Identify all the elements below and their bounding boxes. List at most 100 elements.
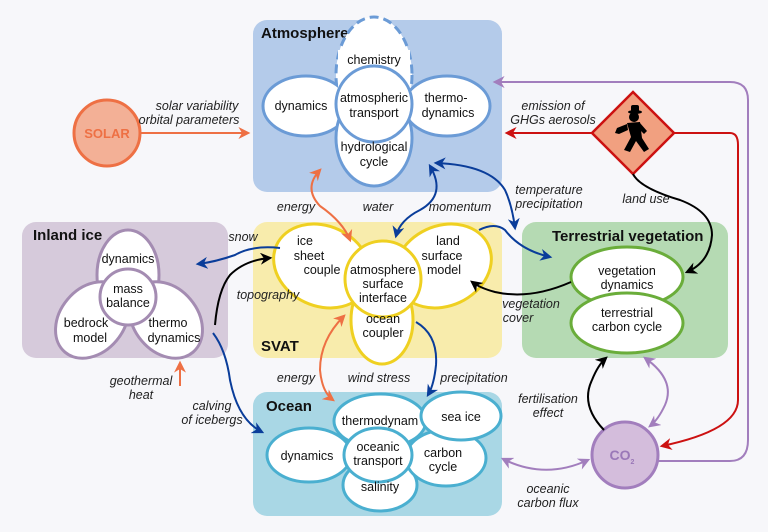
arrow-oceanic-flux <box>500 457 591 471</box>
veg-dynamics-label-2: dynamics <box>601 278 654 292</box>
arrow-land-use <box>632 173 714 274</box>
svat-title: SVAT <box>261 338 299 355</box>
co2-node: CO2 <box>590 420 660 490</box>
svat-interface-label-3: interface <box>359 291 407 305</box>
atm-dynamics-label: dynamics <box>275 99 328 113</box>
ice-dynamics-label: dynamics <box>102 252 155 266</box>
atm-chemistry-label: chemistry <box>347 53 401 67</box>
svat-ice-label-1: ice <box>297 234 313 248</box>
label-temp-precip-1: temperature <box>515 183 582 197</box>
arrow-precipitation <box>415 321 439 398</box>
arrow-topography <box>214 252 273 326</box>
label-wind-stress: wind stress <box>348 371 411 385</box>
atm-thermo-label-2: dynamics <box>422 106 475 120</box>
arrow-fertilisation <box>587 356 608 431</box>
ocean-sea-ice-label: sea ice <box>441 410 481 424</box>
veg-carbon-label-2: carbon cycle <box>592 320 662 334</box>
label-energy-bottom: energy <box>277 371 316 385</box>
ice-bedrock-label-1: bedrock <box>64 316 109 330</box>
label-water: water <box>363 200 394 214</box>
node-atm-transport <box>334 64 414 144</box>
node-ocean-transport <box>342 426 414 484</box>
label-solar-2: orbital parameters <box>139 113 240 127</box>
label-calving-2: of icebergs <box>181 413 242 427</box>
node-veg-carbon <box>569 291 685 355</box>
label-solar-1: solar variability <box>156 99 239 113</box>
flow-labels: solar variability orbital parameters emi… <box>110 99 670 510</box>
human-activity-node <box>590 90 676 176</box>
arrow-human-co2 <box>659 132 739 450</box>
ocean-dynamics-label: dynamics <box>281 449 334 463</box>
svat-nodes: ice sheet couple atmosphere surface inte… <box>272 222 493 366</box>
svat-interface-label-2: surface <box>363 277 404 291</box>
veg-dynamics-label-1: vegetation <box>598 264 656 278</box>
atm-hydro-label-2: cycle <box>360 155 389 169</box>
ocean-thermodynam-label: thermodynam <box>342 414 418 428</box>
node-ocean-sea-ice <box>419 390 503 442</box>
atmosphere-nodes: chemistry dynamics atmospheric transport… <box>261 15 492 188</box>
ocean-carbon-label-1: carbon <box>424 446 462 460</box>
label-topography: topography <box>237 288 300 302</box>
svat-land-label-3: model <box>427 263 461 277</box>
label-snow: snow <box>228 230 258 244</box>
label-geothermal-2: heat <box>129 388 154 402</box>
node-svat-interface <box>343 239 423 319</box>
arrow-co2-atmosphere <box>492 76 749 462</box>
atm-transport-label-2: transport <box>349 106 399 120</box>
label-temp-precip-2: precipitation <box>514 197 582 211</box>
co2-circle <box>590 420 660 490</box>
arrow-vegetation-cover <box>470 280 572 296</box>
arrow-energy-bottom <box>318 314 346 402</box>
label-vegetation-cover-2: cover <box>503 311 534 325</box>
walking-man-icon <box>615 105 649 152</box>
atm-hydro-label-1: hydrological <box>341 140 408 154</box>
label-vegetation-cover-1: vegetation <box>502 297 560 311</box>
label-energy-top: energy <box>277 200 316 214</box>
ice-thermo-label-1: thermo <box>149 316 188 330</box>
ocean-nodes: thermodynam sea ice dynamics oceanic tra… <box>265 390 503 513</box>
solar-node: SOLAR <box>72 98 142 168</box>
inland-ice-nodes: dynamics mass balance bedrock model ther… <box>54 228 204 360</box>
label-fertilisation-2: effect <box>533 406 564 420</box>
label-precipitation: precipitation <box>439 371 507 385</box>
ice-bedrock-label-2: model <box>73 331 107 345</box>
ocean-transport-label-2: transport <box>353 454 403 468</box>
arrow-co2-vegetation <box>643 356 669 428</box>
co2-label: CO2 <box>610 447 635 466</box>
svat-ice-label-3: couple <box>304 263 341 277</box>
atmosphere-title: Atmosphere <box>261 25 349 42</box>
svat-land-label-2: surface <box>422 249 463 263</box>
vegetation-nodes: vegetation dynamics terrestrial carbon c… <box>569 245 685 355</box>
atm-thermo-label-1: thermo- <box>424 91 467 105</box>
label-fertilisation-1: fertilisation <box>518 392 578 406</box>
ocean-carbon-label-2: cycle <box>429 460 458 474</box>
inland-ice-title: Inland ice <box>33 227 102 244</box>
arrow-temp-precip <box>433 157 520 231</box>
label-land-use: land use <box>622 192 669 206</box>
arrows <box>140 76 749 471</box>
atm-transport-label-1: atmospheric <box>340 91 408 105</box>
arrow-snow <box>195 246 281 269</box>
svat-land-label-1: land <box>436 234 460 248</box>
arrow-calving <box>212 332 265 434</box>
ocean-salinity-label: salinity <box>361 480 400 494</box>
arrow-energy-top <box>309 168 353 243</box>
solar-label: SOLAR <box>84 126 130 141</box>
ocean-transport-label-1: oceanic <box>356 440 399 454</box>
vegetation-title: Terrestrial vegetation <box>552 228 703 245</box>
label-geothermal-1: geothermal <box>110 374 174 388</box>
node-ice-mass-balance <box>98 267 158 327</box>
ice-thermo-label-2: dynamics <box>148 331 201 345</box>
label-emission-2: GHGs aerosols <box>510 113 595 127</box>
svat-ice-label-2: sheet <box>294 249 325 263</box>
label-oceanic-flux-1: oceanic <box>526 482 570 496</box>
veg-carbon-label-1: terrestrial <box>601 306 653 320</box>
label-emission-1: emission of <box>521 99 586 113</box>
arrow-land-vegetation <box>478 225 553 261</box>
label-momentum: momentum <box>429 200 492 214</box>
label-calving-1: calving <box>193 399 232 413</box>
ice-mass-label-2: balance <box>106 296 150 310</box>
ocean-title: Ocean <box>266 398 312 415</box>
label-oceanic-flux-2: carbon flux <box>517 496 579 510</box>
